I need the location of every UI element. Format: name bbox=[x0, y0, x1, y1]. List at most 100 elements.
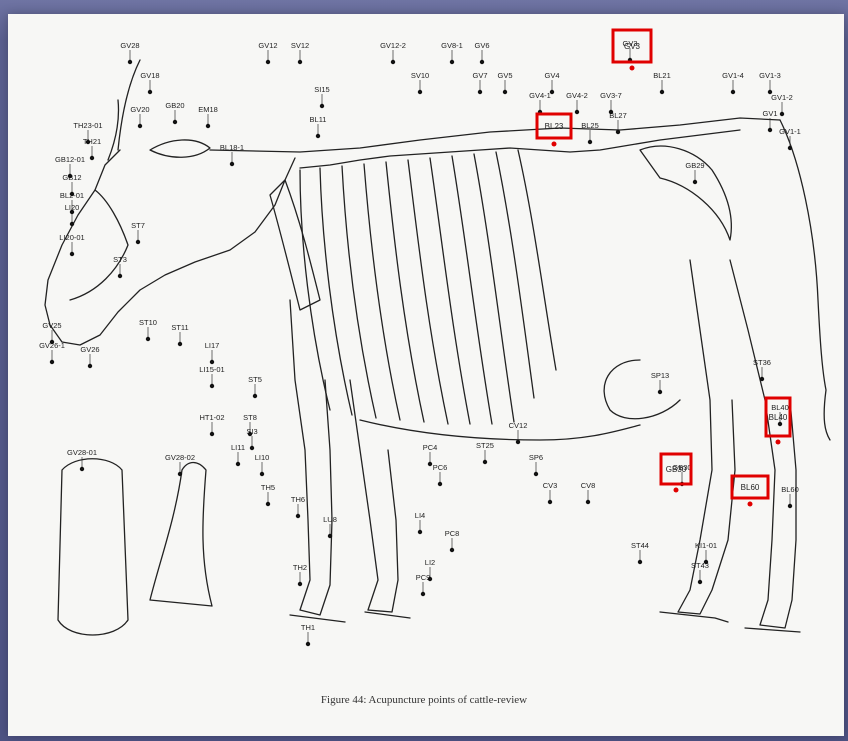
tail-view bbox=[150, 463, 212, 607]
point-dot bbox=[698, 580, 702, 584]
point-label: CV8 bbox=[581, 481, 596, 490]
point-dot bbox=[250, 446, 254, 450]
highlight-dot-bl23 bbox=[552, 142, 557, 147]
point-dot bbox=[788, 504, 792, 508]
point-label: LI4 bbox=[415, 511, 425, 520]
point-dot bbox=[70, 252, 74, 256]
point-label: PC4 bbox=[423, 443, 438, 452]
point-dot bbox=[483, 460, 487, 464]
point-label: ST3 bbox=[113, 255, 127, 264]
tail bbox=[780, 120, 830, 440]
highlight-label-gb30: GB30 bbox=[666, 465, 687, 474]
point-dot bbox=[210, 384, 214, 388]
point-label: GV20 bbox=[130, 105, 149, 114]
point-label: SI15 bbox=[314, 85, 329, 94]
snout-view bbox=[58, 459, 128, 635]
point-dot bbox=[253, 394, 257, 398]
highlight-label-bl40: BL40 bbox=[769, 413, 788, 422]
point-label: GV12-2 bbox=[380, 41, 406, 50]
point-dot bbox=[260, 472, 264, 476]
point-dot bbox=[616, 130, 620, 134]
point-dot bbox=[320, 104, 324, 108]
point-label: GV26 bbox=[80, 345, 99, 354]
point-label: ST36 bbox=[753, 358, 771, 367]
point-dot bbox=[136, 240, 140, 244]
point-label: GV4 bbox=[544, 71, 559, 80]
point-dot bbox=[548, 500, 552, 504]
point-label: ST5 bbox=[248, 375, 262, 384]
hind-leg-2 bbox=[730, 260, 796, 628]
point-label: SP13 bbox=[651, 371, 669, 380]
point-label: ST10 bbox=[139, 318, 157, 327]
point-dot bbox=[638, 560, 642, 564]
point-label: GV6 bbox=[474, 41, 489, 50]
point-label: BL18-1 bbox=[220, 143, 244, 152]
point-dot bbox=[296, 514, 300, 518]
point-dot bbox=[80, 467, 84, 471]
point-label: BL60 bbox=[781, 485, 799, 494]
point-dot bbox=[534, 472, 538, 476]
point-dot bbox=[210, 360, 214, 364]
point-dot bbox=[731, 90, 735, 94]
point-label: GV1-4 bbox=[722, 71, 744, 80]
point-label: ST44 bbox=[631, 541, 649, 550]
point-dot bbox=[328, 534, 332, 538]
point-label: BL40 bbox=[771, 403, 789, 412]
udder bbox=[604, 360, 680, 419]
point-label: GV3-7 bbox=[600, 91, 622, 100]
point-dot bbox=[178, 472, 182, 476]
point-label: CV3 bbox=[543, 481, 558, 490]
point-label: GV25 bbox=[42, 321, 61, 330]
highlight-dot-bl40 bbox=[776, 440, 781, 445]
highlight-boxes: GV3BL23BL40GB30BL60 bbox=[537, 30, 790, 507]
point-label: SV10 bbox=[411, 71, 429, 80]
point-label: LI15-01 bbox=[199, 365, 224, 374]
point-label: BL25 bbox=[581, 121, 599, 130]
point-label: GV1-3 bbox=[759, 71, 781, 80]
point-dot bbox=[660, 90, 664, 94]
point-dot bbox=[306, 642, 310, 646]
point-label: TH23-01 bbox=[73, 121, 102, 130]
point-dot bbox=[236, 462, 240, 466]
point-dot bbox=[438, 482, 442, 486]
point-label: LI11 bbox=[231, 443, 245, 452]
point-dot bbox=[248, 432, 252, 436]
point-label: ST7 bbox=[131, 221, 145, 230]
point-label: GB29 bbox=[685, 161, 704, 170]
figure-caption: Figure 44: Acupuncture points of cattle-… bbox=[0, 694, 848, 706]
highlight-label-bl23: BL23 bbox=[545, 122, 564, 131]
point-dot bbox=[658, 390, 662, 394]
point-label: TH21 bbox=[83, 137, 101, 146]
point-dot bbox=[609, 110, 613, 114]
vertebrae bbox=[300, 130, 740, 168]
point-dot bbox=[298, 60, 302, 64]
point-label: TH1 bbox=[301, 623, 315, 632]
ribcage bbox=[300, 150, 556, 424]
point-label: GB20 bbox=[165, 101, 184, 110]
point-dot bbox=[586, 500, 590, 504]
point-label: GV4-2 bbox=[566, 91, 588, 100]
point-dot bbox=[478, 90, 482, 94]
point-dot bbox=[178, 342, 182, 346]
point-dot bbox=[503, 90, 507, 94]
point-dot bbox=[230, 162, 234, 166]
point-label: EM18 bbox=[198, 105, 218, 114]
point-label: GV5 bbox=[497, 71, 512, 80]
point-dot bbox=[760, 377, 764, 381]
point-dot bbox=[173, 120, 177, 124]
point-label: ST25 bbox=[476, 441, 494, 450]
point-label: GV28-02 bbox=[165, 453, 195, 462]
point-dot bbox=[418, 90, 422, 94]
belly-line bbox=[360, 420, 640, 440]
point-label: PC8 bbox=[445, 529, 460, 538]
point-dot bbox=[206, 124, 210, 128]
point-label: KI1-01 bbox=[695, 541, 717, 550]
point-label: GV1-1 bbox=[779, 127, 801, 136]
point-label: GB12-01 bbox=[55, 155, 85, 164]
point-label: ST8 bbox=[243, 413, 257, 422]
point-dot bbox=[316, 134, 320, 138]
point-dot bbox=[148, 90, 152, 94]
point-dot bbox=[50, 360, 54, 364]
point-dot bbox=[88, 364, 92, 368]
